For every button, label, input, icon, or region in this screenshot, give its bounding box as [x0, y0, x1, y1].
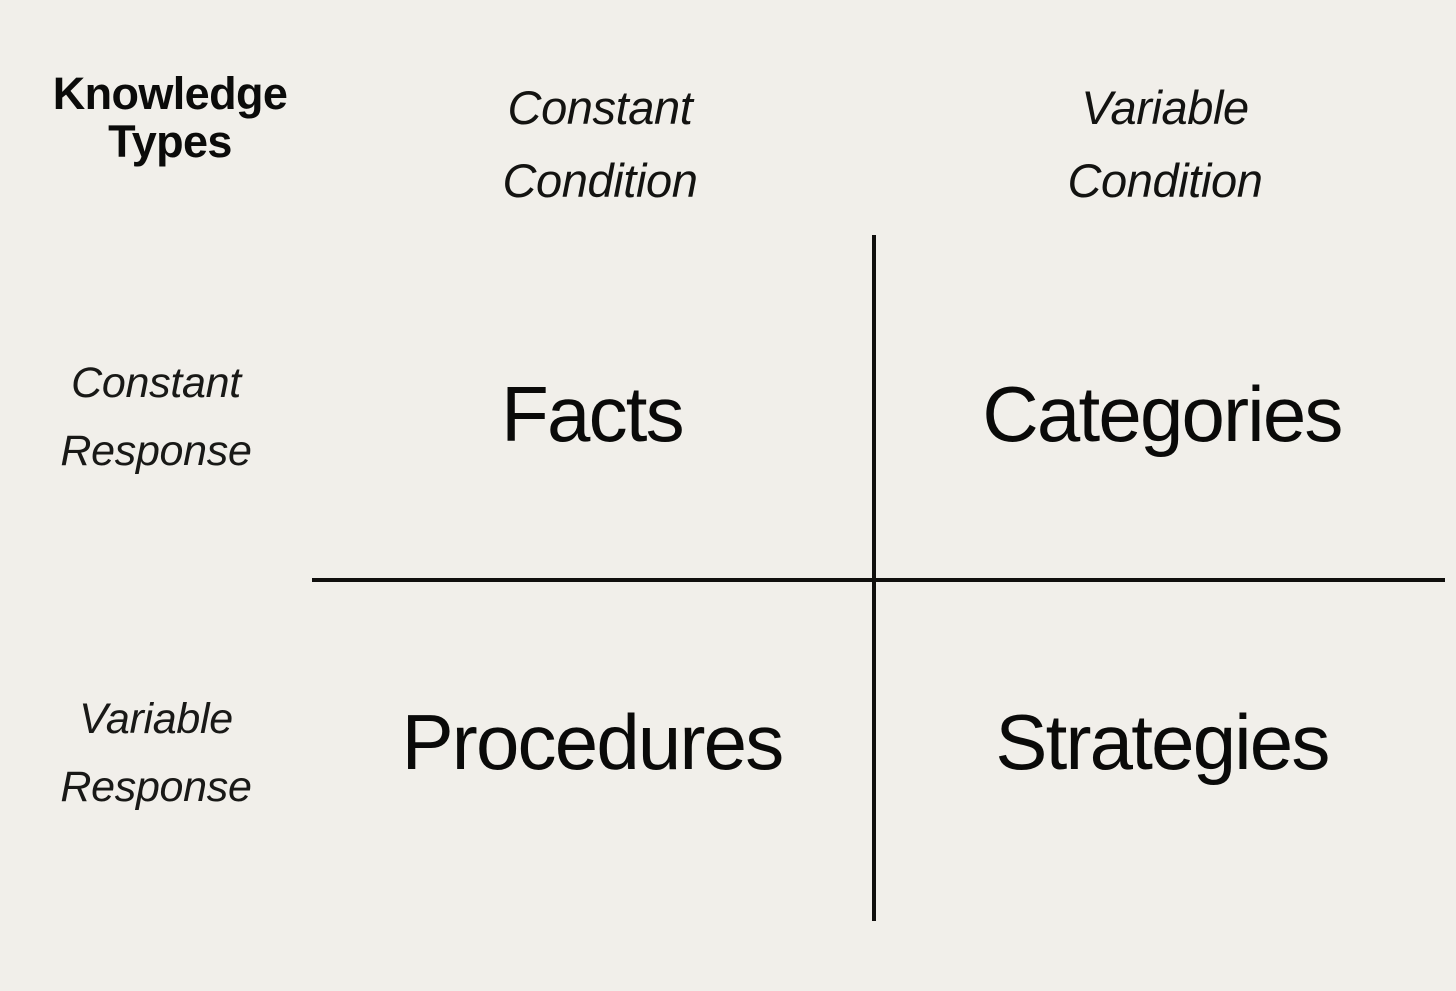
horizontal-divider [312, 578, 1445, 582]
matrix-cell-facts: Facts [501, 370, 685, 458]
matrix-title: Knowledge Types [52, 68, 288, 167]
row-header-variable-response: Variable Response [60, 695, 252, 811]
column-header-variable-condition: Variable Condition [1067, 81, 1263, 207]
row-header-constant-response: Constant Response [60, 359, 252, 475]
matrix-cell-categories: Categories [982, 370, 1343, 458]
column-header-constant-condition: Constant Condition [502, 81, 698, 207]
matrix-cell-strategies: Strategies [995, 698, 1330, 786]
matrix-cell-procedures: Procedures [401, 698, 785, 786]
